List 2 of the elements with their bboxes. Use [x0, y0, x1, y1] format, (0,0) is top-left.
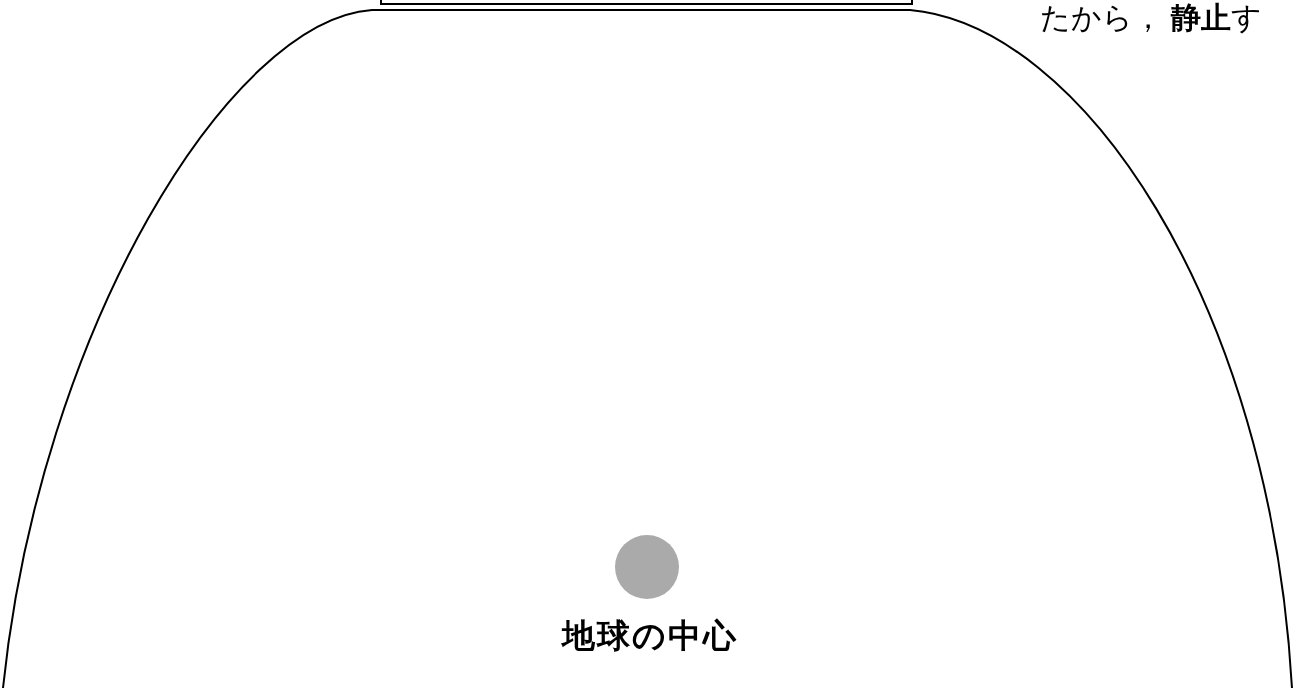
center-label: 地球の中心: [560, 615, 739, 657]
note-text: たから， 静止す: [1040, 0, 1262, 36]
